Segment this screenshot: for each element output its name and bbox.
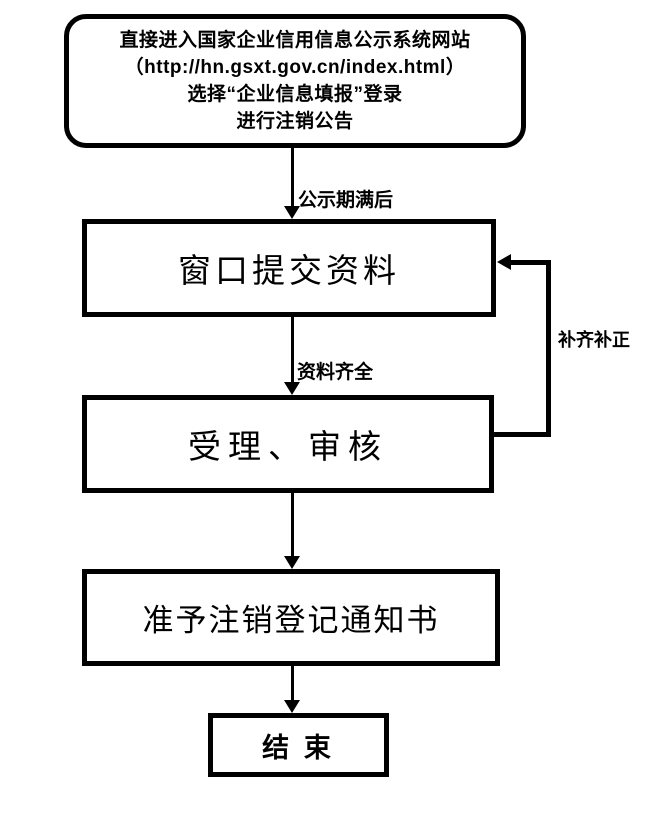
edge-label-loop: 补齐补正 <box>558 330 630 350</box>
process-box-notice-label: 准予注销登记通知书 <box>142 603 440 638</box>
edge-label-publicity: 公示期满后 <box>298 190 394 211</box>
arrowhead-down-icon <box>284 556 300 569</box>
start-line-1: 直接进入国家企业信用信息公示系统网站 <box>119 30 471 51</box>
start-line-3: 选择“企业信息填报”登录 <box>187 84 403 105</box>
start-line-2: （http://hn.gsxt.gov.cn/index.html） <box>124 57 466 78</box>
connector-submit-to-review <box>291 317 294 383</box>
connector-notice-to-end <box>291 666 294 701</box>
connector-start-to-submit <box>291 148 294 209</box>
end-box-label: 结 束 <box>262 732 335 763</box>
process-box-review-label: 受理、审核 <box>188 430 388 466</box>
loop-line-top <box>509 260 551 265</box>
arrowhead-down-icon <box>284 382 300 395</box>
start-terminator: 直接进入国家企业信用信息公示系统网站 （http://hn.gsxt.gov.c… <box>64 14 526 148</box>
process-box-submit-label: 窗口提交资料 <box>178 254 400 290</box>
process-box-review: 受理、审核 <box>82 395 494 493</box>
loop-line-bottom <box>494 432 551 437</box>
loop-line-vertical <box>546 260 551 437</box>
process-box-submit: 窗口提交资料 <box>82 219 496 317</box>
process-box-notice: 准予注销登记通知书 <box>82 569 500 666</box>
arrowhead-down-icon <box>284 206 300 219</box>
connector-review-to-notice <box>291 493 294 557</box>
arrowhead-down-icon <box>284 700 300 713</box>
arrowhead-left-icon <box>497 254 511 270</box>
end-box: 结 束 <box>208 713 389 777</box>
edge-label-complete: 资料齐全 <box>297 362 374 383</box>
start-line-4: 进行注销公告 <box>236 111 354 132</box>
